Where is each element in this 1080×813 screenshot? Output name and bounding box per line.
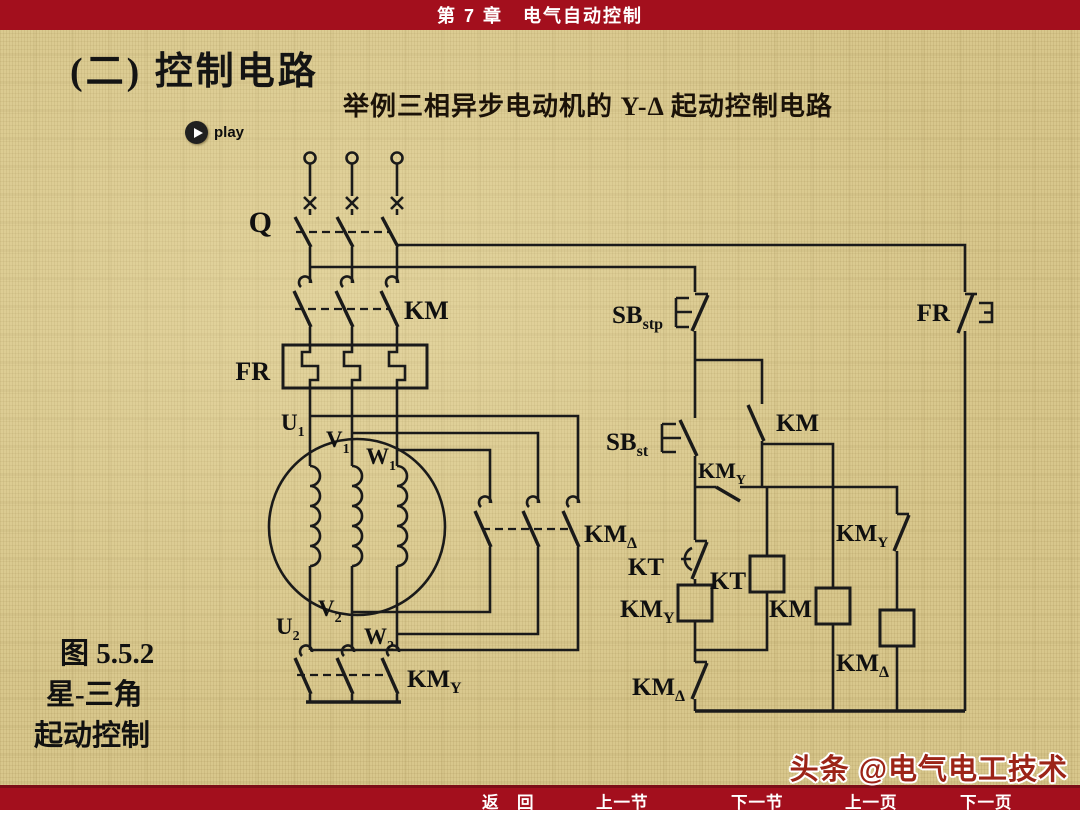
diagram-subtitle: 举例三相异步电动机的 Y-Δ 起动控制电路: [343, 92, 833, 121]
sb-st-start-button: [660, 358, 835, 588]
circuit-label-fr-nc: FR: [917, 300, 951, 327]
nav-next-section[interactable]: 下一节: [731, 794, 784, 812]
nav-prev-page[interactable]: 上一页: [845, 794, 898, 812]
chapter-title: 第 7 章 电气自动控制: [436, 6, 643, 26]
circuit-label-km-aux: KM: [776, 410, 819, 437]
supply-terminals: [303, 151, 404, 215]
circuit-label-km-delta-main: KMΔ: [584, 521, 637, 552]
circuit-label-kt-contact: KT: [628, 554, 664, 581]
figure-caption-line3: 起动控制: [34, 720, 151, 752]
section-heading: (二) 控制电路: [70, 51, 319, 93]
circuit-label-km-y-coil: KMY: [620, 596, 675, 627]
circuit-label-u1: U1: [281, 410, 305, 440]
kt-coil-branch: [695, 487, 786, 652]
km-coil-branch: [814, 586, 852, 711]
circuit-label-km-y-aux-no: KMY: [698, 458, 746, 488]
nav-prev-section[interactable]: 上一节: [596, 794, 649, 812]
play-icon: [185, 121, 208, 144]
km-main-contacts: [292, 275, 400, 345]
circuit-label-fr-heater: FR: [235, 357, 270, 386]
circuit-label-v1: V1: [326, 427, 350, 457]
circuit-label-v2: V2: [318, 596, 342, 626]
circuit-label-sb-stp: SBstp: [612, 302, 663, 333]
figure-caption: 图 5.5.2 星-三角 起动控制: [34, 634, 154, 757]
km-delta-contacts: [310, 414, 581, 652]
circuit-label-q-switch: Q: [249, 206, 272, 239]
watermark: 头条 @电气电工技术: [789, 754, 1068, 786]
circuit-label-km-coil: KM: [769, 596, 812, 623]
km-y-star-contacts: [293, 644, 401, 704]
nav-next-page[interactable]: 下一页: [960, 794, 1013, 812]
circuit-label-km-main: KM: [404, 296, 449, 325]
play-label: play: [214, 124, 245, 141]
nav-bar: 返 回 上一节 下一节 上一页 下一页: [0, 785, 1080, 812]
play-button[interactable]: play: [185, 121, 244, 144]
km-y-coil-branch: [676, 487, 714, 711]
circuit-label-km-delta-coil: KMΔ: [836, 650, 889, 681]
circuit-label-sb-st: SBst: [606, 429, 649, 460]
fr-thermal-relay: [281, 343, 429, 402]
circuit-label-w1: W1: [366, 444, 396, 474]
circuit-label-u2: U2: [276, 614, 300, 644]
nav-return[interactable]: 返 回: [482, 794, 535, 812]
q-switch-symbol: [293, 216, 400, 283]
circuit-label-km-delta-nc: KMΔ: [632, 674, 685, 705]
sb-stp-stop-button: [674, 292, 710, 418]
chapter-header-bar: 第 7 章 电气自动控制: [0, 0, 1080, 30]
km-delta-coil-branch: [878, 512, 916, 711]
circuit-label-km-y-main: KMY: [407, 666, 462, 697]
figure-caption-line2: 星-三角: [46, 679, 143, 711]
km-y-aux-contact-wire: [695, 485, 899, 514]
control-feed-wires: [310, 243, 994, 711]
circuit-label-kt-coil: KT: [710, 568, 746, 595]
figure-caption-number: 图 5.5.2: [60, 638, 155, 670]
play-triangle-icon: [193, 127, 203, 138]
motor-windings: [267, 402, 447, 650]
circuit-label-km-y-nc: KMY: [836, 521, 888, 551]
